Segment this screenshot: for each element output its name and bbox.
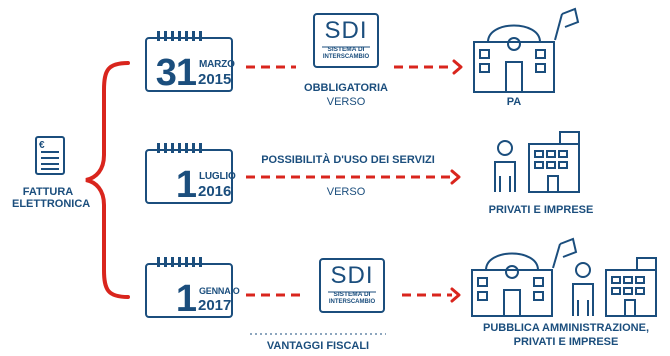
person-icon bbox=[572, 262, 594, 316]
row2-label-top: POSSIBILITÀ D'USO DEI SERVIZI bbox=[261, 154, 435, 166]
date-day: 1 bbox=[175, 164, 197, 206]
arrow-head bbox=[450, 169, 461, 185]
sdi-subtitle-2: INTERSCAMBIO bbox=[322, 54, 370, 60]
public-building-icon bbox=[471, 237, 578, 317]
calendar-icon bbox=[145, 37, 233, 92]
sdi-subtitle-1: SISTEMA DI bbox=[333, 291, 371, 298]
sdi-logo: SDI SISTEMA DI INTERSCAMBIO bbox=[312, 12, 380, 68]
date-month: LUGLIO bbox=[199, 171, 236, 182]
date-day: 1 bbox=[175, 278, 197, 320]
arrow-head bbox=[452, 59, 463, 75]
sdi-abbrev: SDI bbox=[324, 17, 368, 44]
sdi-logo: SDI SISTEMA DI INTERSCAMBIO bbox=[318, 257, 386, 313]
row1-target: PA bbox=[506, 96, 522, 108]
person-icon bbox=[494, 140, 516, 192]
svg-text:€: € bbox=[39, 140, 45, 151]
sdi-subtitle-2: INTERSCAMBIO bbox=[328, 299, 376, 305]
date-row-2: 1 LUGLIO 2016 bbox=[146, 150, 238, 208]
sdi-box bbox=[313, 13, 379, 68]
date-month: MARZO bbox=[199, 59, 235, 70]
calendar-icon bbox=[145, 149, 233, 204]
date-row-3: 1 GENNAIO 2017 bbox=[146, 264, 240, 322]
date-day: 31 bbox=[155, 52, 197, 94]
date-year: 2015 bbox=[198, 71, 232, 88]
date-row-1: 31 MARZO 2015 bbox=[146, 38, 238, 96]
office-building-icon bbox=[605, 257, 657, 317]
row2-label-bottom: VERSO bbox=[326, 186, 366, 198]
calendar-rings bbox=[157, 31, 202, 267]
row3-target-line1: PUBBLICA AMMINISTRAZIONE, bbox=[482, 322, 649, 334]
row3-label-bottom: VANTAGGI FISCALI bbox=[266, 340, 370, 352]
date-year: 2017 bbox=[198, 297, 232, 314]
calendar-icon bbox=[145, 263, 233, 318]
invoice-icon bbox=[35, 136, 65, 175]
invoice-title: FATTURA ELETTRONICA bbox=[12, 186, 91, 210]
public-building-icon bbox=[473, 7, 580, 93]
sdi-abbrev: SDI bbox=[330, 262, 374, 289]
row1-label-top: OBBLIGATORIA bbox=[304, 82, 388, 94]
curly-brace bbox=[85, 61, 130, 299]
row2-target: PRIVATI E IMPRESE bbox=[488, 204, 594, 216]
sdi-subtitle-1: SISTEMA DI bbox=[327, 46, 365, 53]
row1-label-bottom: VERSO bbox=[326, 96, 366, 108]
sdi-box bbox=[319, 258, 385, 313]
invoice-title-line1: FATTURA bbox=[22, 186, 74, 198]
arrow-head bbox=[450, 287, 461, 303]
invoice-title-line2: ELETTRONICA bbox=[12, 198, 91, 210]
date-month: GENNAIO bbox=[199, 286, 240, 296]
date-year: 2016 bbox=[198, 183, 232, 200]
row3-target-line2: PRIVATI E IMPRESE bbox=[513, 336, 619, 348]
office-building-icon bbox=[528, 131, 580, 193]
